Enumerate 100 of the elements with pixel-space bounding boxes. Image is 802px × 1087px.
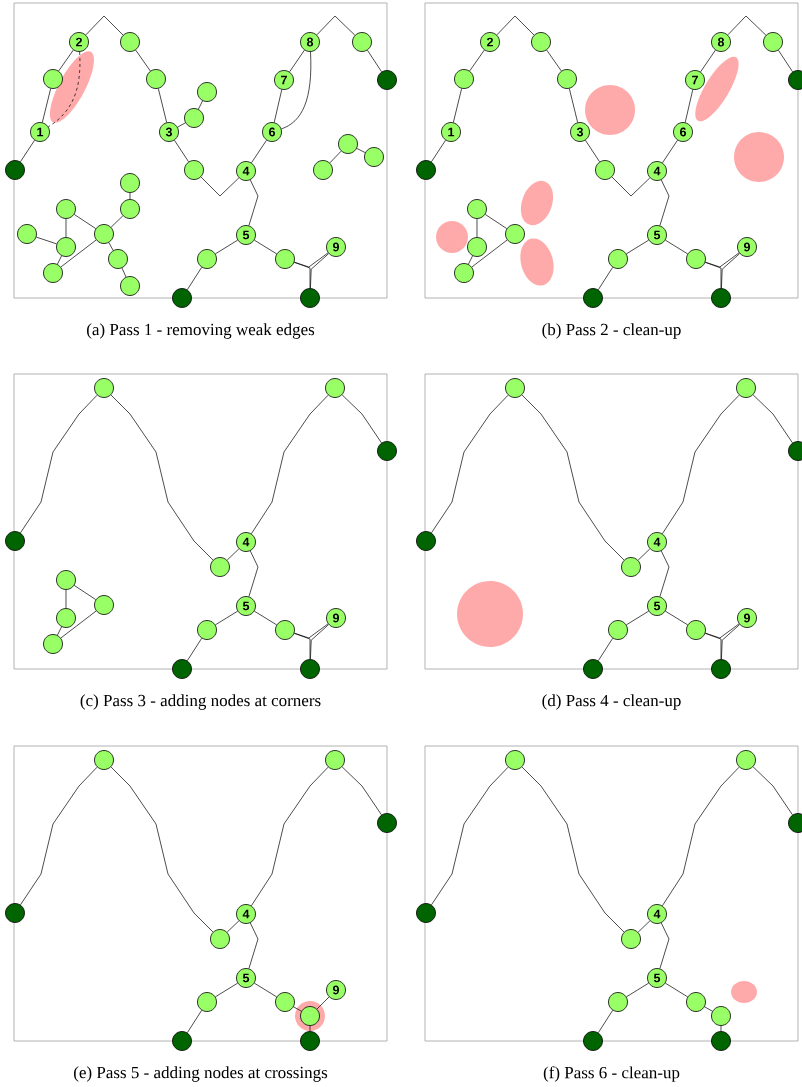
graph-edge bbox=[598, 267, 613, 291]
graph-edge bbox=[626, 610, 649, 626]
graph-edge bbox=[57, 626, 62, 636]
graph-node bbox=[313, 160, 333, 180]
graph-node bbox=[5, 531, 25, 551]
graph-node bbox=[94, 224, 114, 244]
graph-edge bbox=[316, 996, 330, 1010]
graph-edge bbox=[309, 1025, 311, 1032]
graph-edge bbox=[85, 15, 124, 36]
graph-node bbox=[94, 750, 114, 770]
graph-edge bbox=[705, 623, 740, 639]
graph-node bbox=[275, 249, 295, 269]
graph-node bbox=[5, 903, 25, 923]
graph-node bbox=[608, 992, 628, 1012]
graph-node bbox=[583, 659, 603, 679]
node-label: (a) Pass 1 - removing weak edges bbox=[87, 323, 315, 339]
graph-node: 6 bbox=[673, 122, 693, 142]
graph-node bbox=[43, 263, 63, 283]
graph-node: 4 bbox=[236, 161, 256, 181]
graph-node bbox=[325, 378, 345, 398]
graph-edge bbox=[108, 242, 114, 251]
graph-node bbox=[686, 620, 706, 640]
graph-node bbox=[300, 288, 320, 308]
graph-edge bbox=[60, 239, 97, 268]
graph-node bbox=[172, 659, 192, 679]
graph-edge bbox=[251, 139, 267, 164]
graph-edge bbox=[752, 394, 793, 444]
graph-edge bbox=[293, 1006, 302, 1012]
graph-node bbox=[5, 160, 25, 180]
graph-node: 5 bbox=[647, 968, 667, 988]
graph-edge bbox=[177, 122, 186, 128]
graph-node bbox=[338, 134, 358, 154]
graph-edge bbox=[73, 585, 97, 600]
graph-edge bbox=[356, 148, 366, 153]
graph-node bbox=[788, 441, 802, 461]
graph-edge bbox=[637, 548, 651, 561]
graph-node: 5 bbox=[236, 225, 256, 245]
graph-node bbox=[416, 160, 436, 180]
graph-edge bbox=[251, 766, 329, 907]
graph-edge bbox=[626, 982, 649, 998]
graph-edge bbox=[665, 239, 688, 255]
graph-edge bbox=[174, 139, 189, 163]
graph-node: 8 bbox=[711, 32, 731, 52]
graph-edge bbox=[700, 49, 716, 73]
graph-edge bbox=[273, 89, 283, 123]
graph-node bbox=[377, 441, 397, 461]
graph-edge bbox=[720, 1025, 722, 1032]
graph-node bbox=[608, 620, 628, 640]
graph-edge bbox=[248, 550, 259, 597]
graph-edge bbox=[65, 589, 67, 609]
graph-edge bbox=[684, 89, 694, 123]
graph-node bbox=[56, 570, 76, 590]
graph-node: 7 bbox=[274, 70, 294, 90]
graph-node bbox=[505, 750, 525, 770]
graph-edge bbox=[110, 215, 124, 228]
graph-edge bbox=[721, 253, 740, 289]
graph-node: 2 bbox=[69, 32, 89, 52]
graph-node: 4 bbox=[647, 904, 667, 924]
graph-edge bbox=[187, 638, 202, 661]
graph-edge bbox=[226, 548, 240, 561]
graph-node: 5 bbox=[236, 596, 256, 616]
graph-node: 2 bbox=[480, 32, 500, 52]
graph-edge bbox=[665, 982, 688, 998]
graph-node bbox=[94, 595, 114, 615]
graph-node bbox=[275, 620, 295, 640]
graph-node bbox=[377, 70, 397, 90]
graph-node: 7 bbox=[685, 70, 705, 90]
graph-edge bbox=[121, 267, 127, 278]
graph-edge bbox=[704, 1006, 713, 1012]
graph-edge bbox=[637, 920, 651, 933]
graph-node bbox=[120, 32, 140, 52]
graph-node bbox=[184, 160, 204, 180]
graph-node bbox=[505, 224, 525, 244]
graph-edge bbox=[476, 218, 478, 238]
graph-node bbox=[275, 992, 295, 1012]
graph-edge bbox=[110, 394, 214, 561]
graph-edge bbox=[521, 394, 625, 561]
graph-node bbox=[454, 263, 474, 283]
graph-node bbox=[120, 199, 140, 219]
graph-edge bbox=[569, 88, 578, 123]
graph-node bbox=[686, 249, 706, 269]
graph-node: 9 bbox=[326, 237, 346, 257]
graph-edge bbox=[662, 766, 740, 907]
graph-node: 9 bbox=[737, 608, 757, 628]
graph-node: 4 bbox=[647, 532, 667, 552]
graph-node: 4 bbox=[236, 532, 256, 552]
graph-edge bbox=[585, 139, 600, 163]
graph-node bbox=[56, 199, 76, 219]
graph-node bbox=[17, 224, 37, 244]
graph-node: 4 bbox=[236, 904, 256, 924]
graph-node bbox=[146, 69, 166, 89]
graph-edge bbox=[248, 179, 259, 226]
graph-node bbox=[184, 108, 204, 128]
graph-node: 6 bbox=[262, 122, 282, 142]
graph-edge bbox=[251, 394, 329, 535]
graph-node bbox=[300, 659, 320, 679]
graph-edge bbox=[431, 766, 509, 906]
node-label: (b) Pass 2 - clean-up bbox=[542, 323, 681, 339]
graph-edge bbox=[36, 236, 57, 245]
graph-edge bbox=[187, 267, 202, 291]
